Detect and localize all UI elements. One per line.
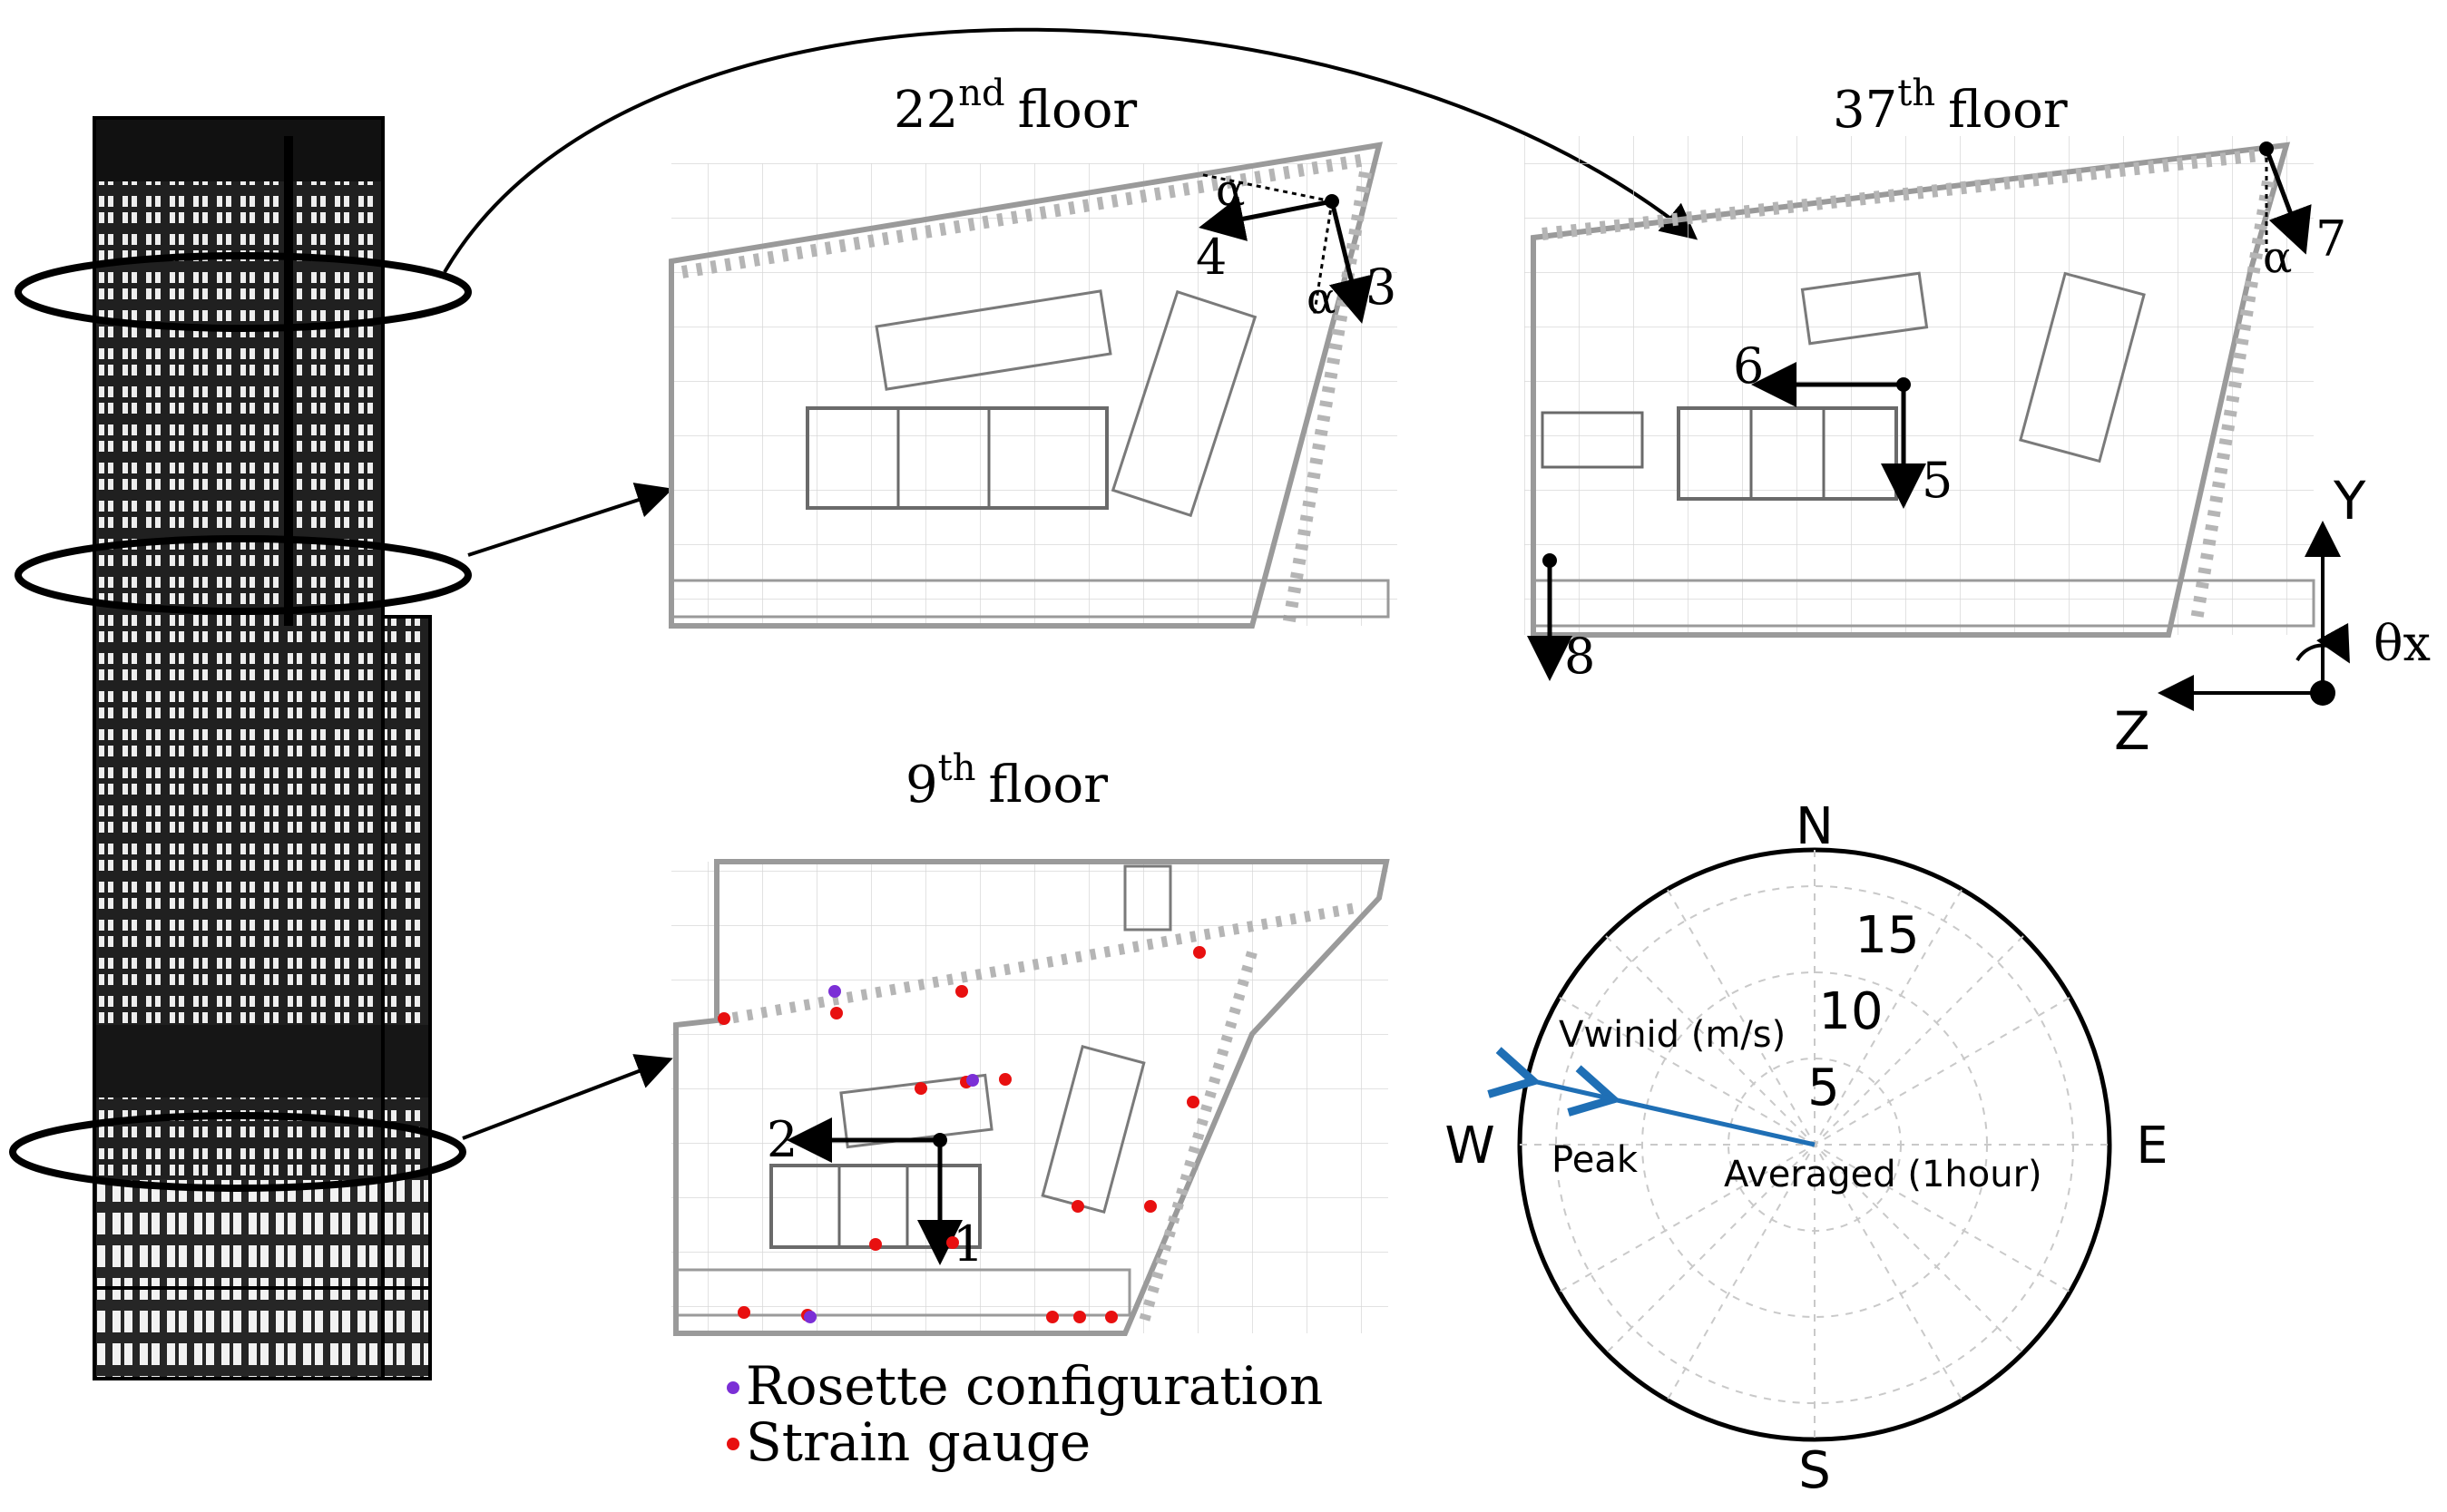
leader-37 [443, 27, 1698, 274]
axis-label-z: Z [2114, 700, 2150, 762]
floor-ellipse-9 [9, 1112, 466, 1192]
sensor-7-assembly [2259, 141, 2312, 255]
coordinate-axes [2158, 521, 2350, 711]
sensor-label-4: 4 [1196, 229, 1227, 286]
sensor-node-1-2 [933, 1133, 947, 1147]
floor-ellipse-37 [15, 252, 472, 332]
sensor-5-6-assembly [1751, 362, 1926, 509]
compass-peak-label: Peak [1551, 1139, 1639, 1181]
compass-speed-label: Vwinid (m/s) [1559, 1014, 1786, 1056]
strain-gauge-marker [869, 1238, 882, 1251]
strain-gauge-marker [1187, 1096, 1199, 1108]
floor-plan-9 [671, 859, 1390, 1336]
sensor-node-3-4 [1325, 194, 1339, 209]
strain-gauge-marker [1046, 1311, 1059, 1323]
angle-label-3: α [1307, 273, 1336, 324]
sensor-label-7: 7 [2315, 210, 2346, 268]
sensor-8-assembly [1527, 553, 1572, 681]
legend-rosette-label: Rosette configuration [746, 1355, 1323, 1417]
sensor-label-2: 2 [767, 1111, 798, 1168]
legend-strain-swatch [727, 1438, 739, 1450]
strain-gauge-marker [1105, 1311, 1118, 1323]
tower-elevation [93, 116, 432, 1380]
strain-gauge-marker [1144, 1200, 1157, 1213]
compass-ring-10: 10 [1818, 982, 1883, 1041]
strain-gauge-marker [738, 1306, 750, 1319]
strain-gauge-marker [830, 1007, 843, 1019]
axis-label-y: Y [2333, 470, 2366, 532]
angle-label-4: α [1216, 165, 1245, 216]
wind-peak-arrow [1487, 1047, 1614, 1102]
sensor-label-3: 3 [1365, 259, 1396, 316]
leader-9 [462, 1054, 673, 1140]
wind-averaged-arrow [1567, 1065, 1816, 1147]
compass-west: W [1444, 1117, 1494, 1175]
strain-gauge-marker [915, 1082, 927, 1095]
rosette-marker [828, 985, 841, 998]
strain-gauge-marker [955, 985, 968, 998]
compass-averaged-label: Averaged (1hour) [1724, 1154, 2042, 1195]
compass-east: E [2136, 1117, 2168, 1175]
sensor-1-2-assembly [787, 1117, 963, 1265]
wind-compass [1487, 847, 2112, 1442]
rosette-marker [966, 1074, 979, 1087]
floor-ellipse-22 [15, 535, 472, 615]
strain-gauge-marker [1073, 1311, 1086, 1323]
sensor-node-5-6 [1896, 377, 1911, 392]
legend-strain-label: Strain gauge [746, 1411, 1091, 1473]
compass-north: N [1796, 797, 1834, 856]
sensor-3-arrow [1328, 200, 1374, 324]
sensor-label-5: 5 [1922, 452, 1953, 509]
compass-ring-5: 5 [1807, 1058, 1840, 1117]
sensor-label-1: 1 [953, 1215, 984, 1273]
strain-gauge-marker [1193, 946, 1206, 959]
strain-gauge-marker [999, 1073, 1012, 1086]
floor-markers [9, 252, 472, 1192]
rosette-marker [804, 1311, 817, 1323]
sensor-label-8: 8 [1564, 628, 1595, 685]
floor-plan-37 [1524, 136, 2315, 638]
strain-gauge-marker [718, 1012, 730, 1025]
compass-south: S [1798, 1441, 1831, 1500]
sensor-4-arrow [1199, 196, 1333, 241]
strain-gauge-marker [946, 1236, 959, 1249]
sensor-node-7 [2259, 141, 2274, 156]
floor-plan-22 [669, 141, 1397, 629]
theta-x-rotation [2295, 622, 2350, 664]
leader-arrows [443, 27, 1698, 1140]
sensor-label-6: 6 [1733, 337, 1764, 395]
strain-gauge-marker [1072, 1200, 1084, 1213]
legend-rosette-swatch [727, 1381, 739, 1394]
angle-label-7: α [2263, 232, 2292, 283]
sensor-node-8 [1542, 553, 1557, 568]
compass-ring-15: 15 [1855, 906, 1919, 965]
x-axis-dot [2310, 680, 2335, 706]
axis-label-theta: θx [2374, 615, 2431, 672]
sensor-7-arrow [2264, 148, 2312, 255]
leader-22 [467, 483, 673, 557]
gauge-markers [718, 946, 1206, 1450]
sensor-3-4-assembly [1199, 172, 1374, 324]
